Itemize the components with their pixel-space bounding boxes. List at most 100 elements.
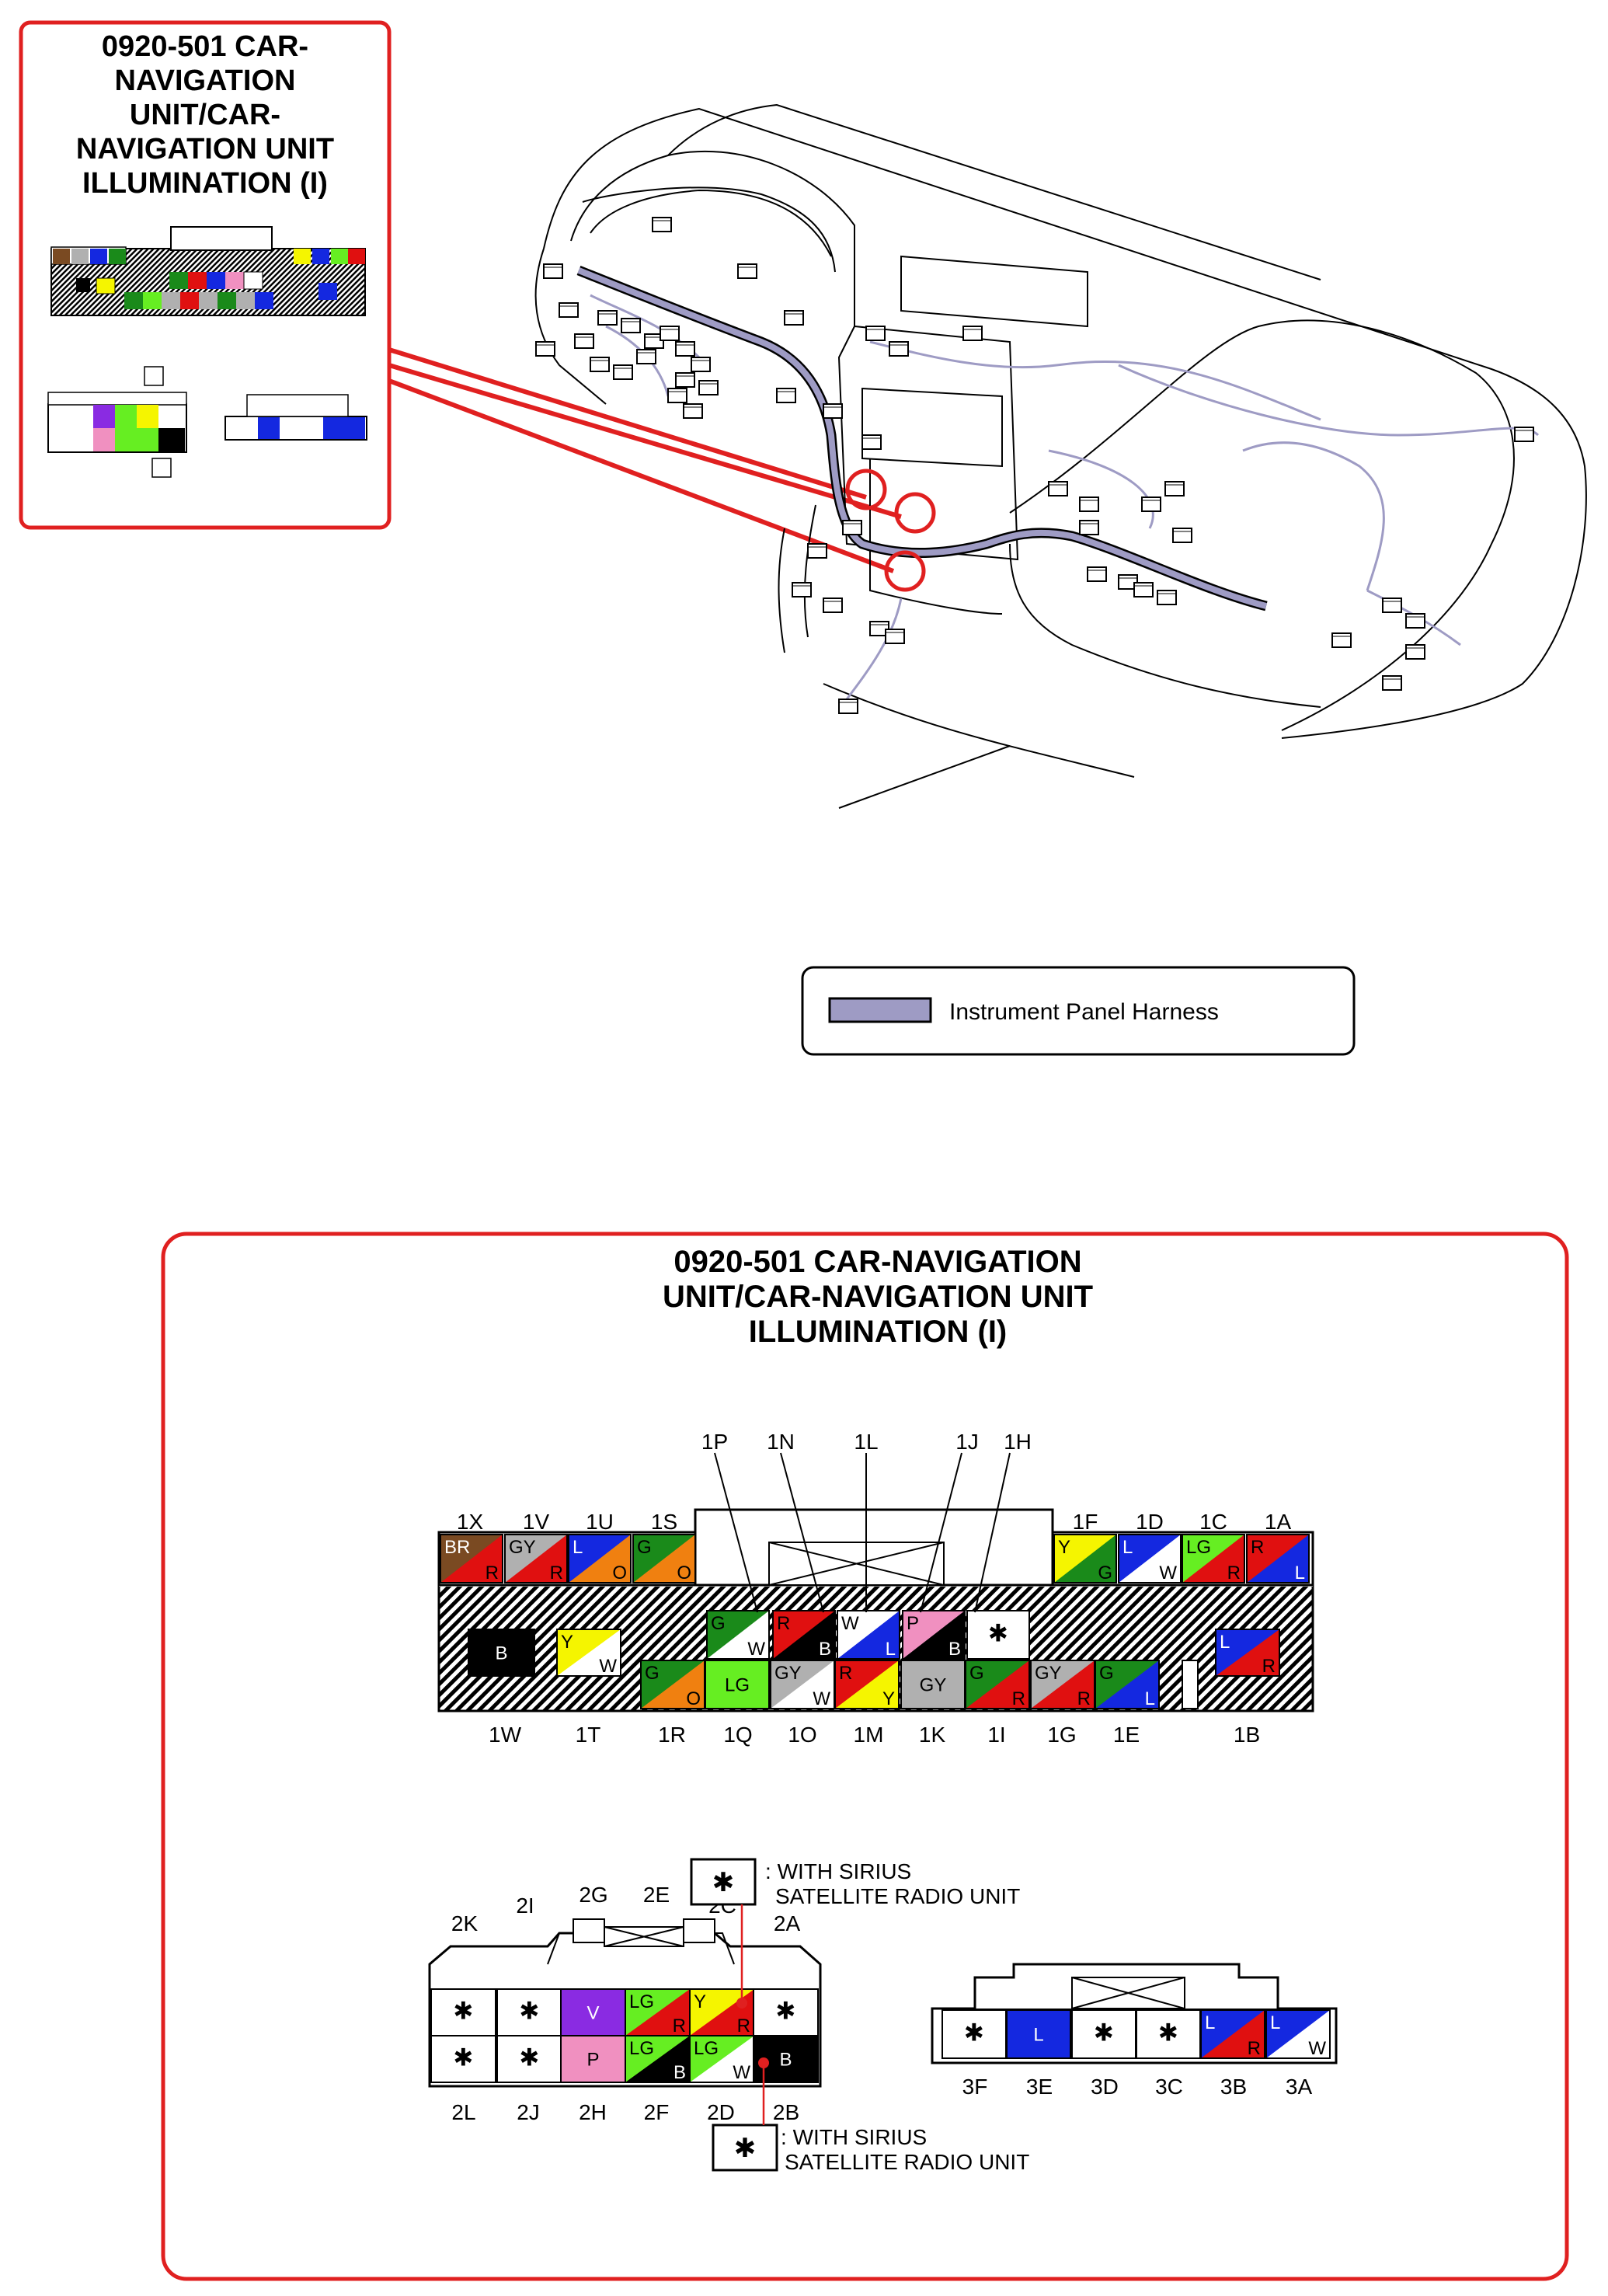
connector-1-cell: GY xyxy=(900,1660,966,1709)
sirius-note-bottom-line-2: SATELLITE RADIO UNIT xyxy=(785,2150,1029,2174)
wire-color-code: G xyxy=(711,1613,726,1634)
harness-connector xyxy=(1141,496,1161,512)
wire-color-code: R xyxy=(1227,1563,1241,1584)
terminal-label: 2A xyxy=(774,1911,801,1935)
terminal-label: 2G xyxy=(579,1883,607,1907)
detail-title-line-1: 0920-501 CAR-NAVIGATION xyxy=(673,1245,1081,1279)
wire-color-code: G xyxy=(969,1663,984,1684)
terminal-label: 1F xyxy=(1073,1510,1098,1534)
wire-color-code: W xyxy=(1159,1563,1177,1584)
wire-color-code: O xyxy=(686,1688,701,1709)
wire-color-code: L xyxy=(573,1537,583,1558)
terminal-label: 1U xyxy=(586,1510,614,1534)
inset-connector-3-thumbnail xyxy=(224,394,367,441)
sirius-note-bottom: ✱ : WITH SIRIUS SATELLITE RADIO UNIT xyxy=(712,2057,1029,2174)
wire-color-code: R xyxy=(839,1663,852,1684)
connector-3-cell: ✱ xyxy=(1071,2009,1136,2059)
wire-color-code: O xyxy=(612,1563,627,1584)
connector-1-cell: LGR xyxy=(1182,1534,1245,1584)
wire-color-code: W xyxy=(1308,2038,1326,2059)
connector-1-cell: YG xyxy=(1053,1534,1117,1584)
terminal-label: 3C xyxy=(1155,2075,1183,2099)
wire-color-code: R xyxy=(1262,1656,1276,1677)
terminal-label: 2K xyxy=(451,1911,479,1935)
wire-color-code: W xyxy=(841,1613,859,1634)
illustration-connectors xyxy=(535,217,1534,714)
terminal-label: 1Q xyxy=(723,1723,752,1747)
callout-leader-lines xyxy=(388,347,902,573)
terminal-label: 1I xyxy=(987,1723,1005,1747)
connector-2-cell: ✱ xyxy=(496,1988,562,2036)
harness-connector xyxy=(636,349,656,364)
harness-connector xyxy=(842,520,862,535)
wire-color-code: L xyxy=(1220,1632,1230,1653)
terminal-label: 2J xyxy=(517,2100,540,2124)
connector-1-callout-leaders xyxy=(714,1452,1011,1613)
inset-panel: 0920-501 CAR- NAVIGATION UNIT/CAR- NAVIG… xyxy=(19,20,392,530)
wire-color-code: W xyxy=(813,1688,830,1709)
wire-color-code: GY xyxy=(920,1675,947,1696)
harness-connector xyxy=(1164,481,1185,496)
terminal-label: 1M xyxy=(854,1723,884,1747)
harness-connector xyxy=(590,357,610,372)
harness-connector xyxy=(574,333,594,349)
harness-connector xyxy=(807,543,827,559)
harness-connector xyxy=(885,629,905,644)
connector-2-cell: LGB xyxy=(625,2035,691,2083)
wire-color-code: L xyxy=(1122,1537,1133,1558)
wire-color-code: L xyxy=(1295,1563,1305,1584)
terminal-label: 1N xyxy=(767,1430,795,1454)
harness-connector xyxy=(1405,644,1425,660)
connector-2-cell: V xyxy=(560,1988,626,2036)
sirius-note-bottom-line-1: : WITH SIRIUS xyxy=(781,2125,927,2149)
connector-1-cell: GO xyxy=(632,1534,696,1584)
terminal-label: 1V xyxy=(523,1510,550,1534)
connector-3-cell: LW xyxy=(1265,2009,1331,2059)
connector-2-cell: ✱ xyxy=(496,2035,562,2083)
connector-2-cell: LGW xyxy=(689,2035,755,2083)
terminal-label: 1L xyxy=(854,1430,878,1454)
wire-color-code: R xyxy=(486,1563,499,1584)
wire-color-code: LG xyxy=(629,2038,654,2059)
connector-1-cell: RY xyxy=(834,1660,900,1709)
wire-color-code: ✱ xyxy=(453,1998,473,2025)
terminal-label: 3A xyxy=(1286,2075,1313,2099)
terminal-label: 1H xyxy=(1004,1430,1032,1454)
connector-1-cell: GL xyxy=(1095,1660,1160,1709)
wire-color-code: V xyxy=(586,2003,599,2024)
harness-connector xyxy=(675,372,695,388)
wire-color-code: LG xyxy=(725,1675,750,1696)
connector-2-cell: ✱ xyxy=(430,1988,496,2036)
terminal-label: 1R xyxy=(658,1723,686,1747)
asterisk-symbol-top: ✱ xyxy=(712,1868,735,1897)
terminal-label: 3B xyxy=(1220,2075,1247,2099)
asterisk-symbol-bottom: ✱ xyxy=(734,2134,757,2163)
terminal-label: 1P xyxy=(701,1430,728,1454)
connector-1-cell: PB xyxy=(902,1610,966,1660)
detail-panel: 0920-501 CAR-NAVIGATION UNIT/CAR-NAVIGAT… xyxy=(161,1232,1569,2281)
terminal-label: 3F xyxy=(962,2075,988,2099)
wire-color-code: B xyxy=(779,2050,792,2071)
connector-1-cell: B xyxy=(468,1629,535,1677)
harness-connector xyxy=(1382,675,1402,691)
wire-color-code: R xyxy=(1012,1688,1025,1709)
wire-color-code: ✱ xyxy=(453,2044,473,2071)
sirius-note-top: ✱ : WITH SIRIUS SATELLITE RADIO UNIT xyxy=(690,1858,1020,2009)
connector-3-cell: LR xyxy=(1200,2009,1265,2059)
harness-connector xyxy=(1048,481,1068,496)
connector-1-cell: YW xyxy=(556,1629,621,1677)
wire-color-code: R xyxy=(1077,1688,1091,1709)
harness-connector xyxy=(737,263,757,279)
harness-connector xyxy=(621,318,641,333)
connector-1-cell: GW xyxy=(706,1610,770,1660)
wire-color-code: Y xyxy=(694,1991,706,2012)
detail-frame xyxy=(161,1232,1569,2281)
wire-color-code: Y xyxy=(882,1688,895,1709)
connector-2-cell: ✱ xyxy=(430,2035,496,2083)
wire-color-code: R xyxy=(777,1613,790,1634)
wire-color-code: L xyxy=(1205,2012,1215,2033)
connector-1-cell: LR xyxy=(1215,1629,1280,1677)
connector-3-cell: ✱ xyxy=(1136,2009,1201,2059)
